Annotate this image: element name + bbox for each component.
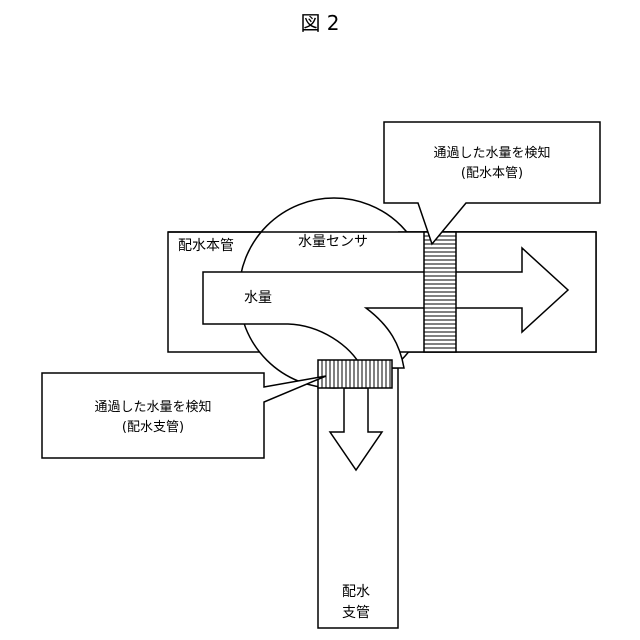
callout-main-line1: 通過した水量を検知 xyxy=(433,145,550,161)
callout-main-line2: (配水本管) xyxy=(461,166,523,181)
branch-pipe-sensor xyxy=(318,360,392,388)
callout-main xyxy=(384,122,600,244)
branch-pipe-label-line2: 支管 xyxy=(342,605,370,621)
main-pipe-label: 配水本管 xyxy=(178,238,234,254)
callout-branch xyxy=(42,373,326,458)
flow-label: 水量 xyxy=(244,290,272,306)
water-sensor-label: 水量センサ xyxy=(298,234,368,250)
figure-title: 図 2 xyxy=(300,11,339,35)
main-pipe-sensor xyxy=(424,232,456,352)
callout-branch-line1: 通過した水量を検知 xyxy=(94,399,211,415)
branch-pipe-label-line1: 配水 xyxy=(342,584,370,600)
callout-branch-line2: (配水支管) xyxy=(122,420,184,435)
